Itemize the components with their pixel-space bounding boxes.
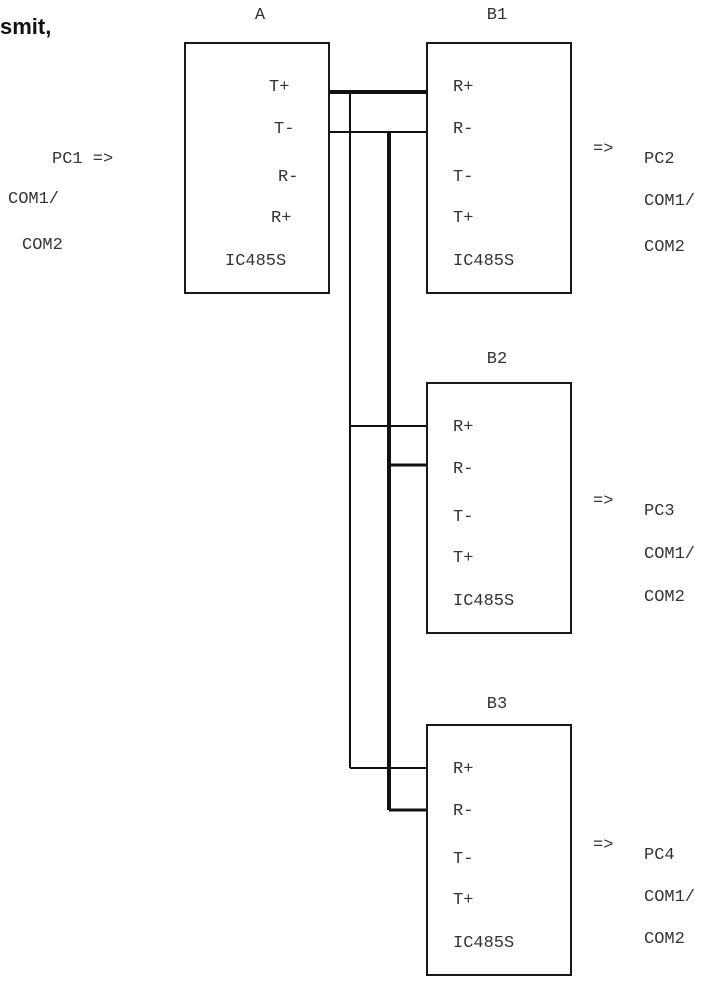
unit-b2-pin-4: T+ xyxy=(453,549,474,568)
pc1-com-line2: COM1/ xyxy=(8,190,60,209)
unit-a-pin-2: T- xyxy=(274,120,295,139)
pc4-com-line2: COM1/ xyxy=(644,888,696,907)
pc4-com-line3: COM2 xyxy=(644,930,685,949)
unit-a-box: T+ T- R- R+ IC485S xyxy=(184,42,330,294)
pc3-arrow: => xyxy=(593,492,614,511)
pc2-label: PC2 xyxy=(644,150,675,169)
unit-a-model: IC485S xyxy=(225,252,287,271)
unit-b3-pin-4: T+ xyxy=(453,891,474,910)
pc3-com-line2: COM1/ xyxy=(644,545,696,564)
unit-b3-model: IC485S xyxy=(453,934,515,953)
unit-b3-box: R+ R- T- T+ IC485S xyxy=(426,724,572,976)
pc2-com-line3: COM2 xyxy=(644,238,685,257)
pc1-com-line3: COM2 xyxy=(22,236,63,255)
unit-b2-title: B2 xyxy=(486,350,508,369)
pc2-com-line2: COM1/ xyxy=(644,192,696,211)
unit-b3-pin-3: T- xyxy=(453,850,474,869)
pc4-arrow: => xyxy=(593,836,614,855)
unit-b1-box: R+ R- T- T+ IC485S xyxy=(426,42,572,294)
unit-a-pin-4: R+ xyxy=(271,209,292,228)
unit-a-title: A xyxy=(254,6,266,25)
unit-b2-box: R+ R- T- T+ IC485S xyxy=(426,382,572,634)
unit-b1-title: B1 xyxy=(486,6,508,25)
unit-a-pin-1: T+ xyxy=(269,78,290,97)
unit-b1-pin-2: R- xyxy=(453,120,474,139)
unit-b1-pin-3: T- xyxy=(453,168,474,187)
unit-b1-pin-1: R+ xyxy=(453,78,474,97)
unit-b3-title: B3 xyxy=(486,695,508,714)
unit-b2-pin-1: R+ xyxy=(453,418,474,437)
unit-b2-pin-2: R- xyxy=(453,460,474,479)
unit-b1-model: IC485S xyxy=(453,252,515,271)
unit-a-pin-3: R- xyxy=(278,168,299,187)
pc3-com-line3: COM2 xyxy=(644,588,685,607)
header-fragment: smit, xyxy=(0,14,52,39)
pc3-label: PC3 xyxy=(644,502,675,521)
pc2-arrow: => xyxy=(593,140,614,159)
unit-b1-pin-4: T+ xyxy=(453,209,474,228)
unit-b2-pin-3: T- xyxy=(453,508,474,527)
pc4-label: PC4 xyxy=(644,846,675,865)
unit-b2-model: IC485S xyxy=(453,592,515,611)
pc1-label: PC1 => xyxy=(52,150,114,169)
unit-b3-pin-2: R- xyxy=(453,802,474,821)
unit-b3-pin-1: R+ xyxy=(453,760,474,779)
